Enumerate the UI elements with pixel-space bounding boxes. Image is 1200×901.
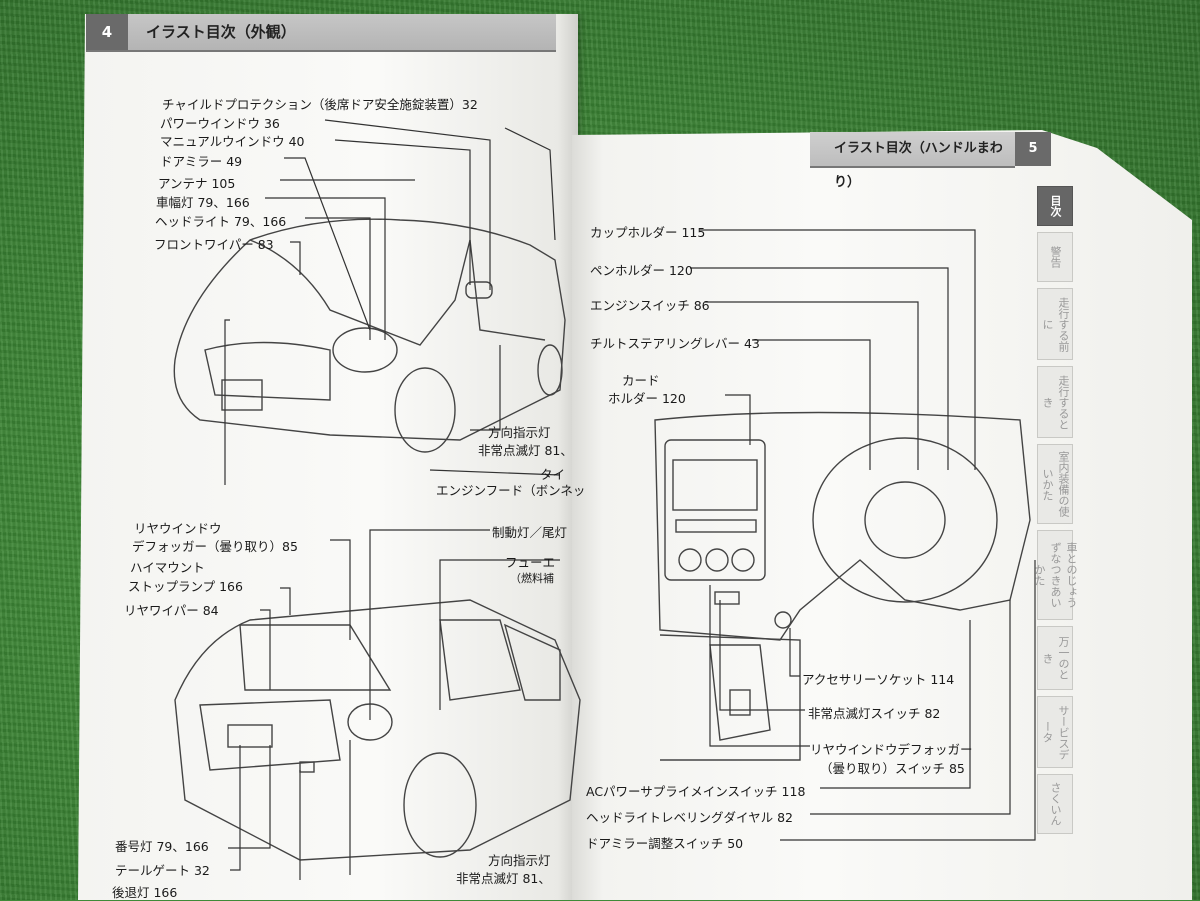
label-card: カード xyxy=(622,373,660,388)
dashboard-illustration xyxy=(654,411,1031,761)
label-license-lamp: 番号灯 79、166 xyxy=(115,839,209,854)
right-page-number: 5 xyxy=(1015,132,1051,166)
tab-warning: 警告 xyxy=(1037,232,1073,282)
label-side-marker: 車幅灯 79、166 xyxy=(156,195,250,210)
label-rear-defogger: リヤウインドウデフォッガー xyxy=(810,742,973,757)
label-front-wiper: フロントワイパー 83 xyxy=(154,237,274,252)
left-page-header: 4 イラスト目次（外観） xyxy=(86,14,556,52)
label-front-turn-signal: 方向指示灯 xyxy=(488,425,551,440)
tab-before-driving: 走行する前に xyxy=(1037,288,1073,360)
tab-index: さくいん xyxy=(1037,774,1073,834)
tab-car-care: 車とのじょうずなつきあいかた xyxy=(1033,530,1078,620)
tab-service-data: サービスデータ xyxy=(1037,696,1073,768)
front-car-illustration xyxy=(173,218,566,453)
label-accessory-socket: アクセサリーソケット 114 xyxy=(802,672,955,687)
label-headlight: ヘッドライト 79、166 xyxy=(155,214,287,229)
label-rear-turn-signal: 方向指示灯 xyxy=(488,853,551,868)
tab-while-driving: 走行するとき xyxy=(1037,366,1073,438)
label-rear-hazard: 非常点滅灯 81、 xyxy=(456,871,551,886)
tab-contents: 目次 xyxy=(1037,186,1073,226)
right-page-title: イラスト目次（ハンドルまわり） xyxy=(834,141,1003,190)
section-tabs: 目次 警告 走行する前に 走行するとき 室内装備の使いかた 車とのじょうずなつき… xyxy=(1033,186,1078,840)
label-high-mount: ハイマウント xyxy=(130,560,205,575)
label-power-window: パワーウインドウ 36 xyxy=(160,116,280,131)
label-mirror-switch: ドアミラー調整スイッチ 50 xyxy=(586,836,744,851)
right-page-header: イラスト目次（ハンドルまわり） 5 xyxy=(810,132,1051,190)
label-defogger: デフォッガー（曇り取り）85 xyxy=(132,539,298,554)
label-fuel: フューエ xyxy=(505,555,556,570)
label-ac-power-supply: ACパワーサプライメインスイッチ 118 xyxy=(586,784,806,799)
label-door-mirror: ドアミラー 49 xyxy=(160,154,243,169)
label-reverse-lamp: 後退灯 166 xyxy=(112,885,178,900)
label-brake-tail-lamp: 制動灯／尾灯 xyxy=(492,525,568,540)
label-tire: タイ xyxy=(540,467,566,482)
left-manual-page xyxy=(78,14,578,900)
label-front-hazard: 非常点滅灯 81、 xyxy=(478,443,573,458)
label-engine-switch: エンジンスイッチ 86 xyxy=(590,298,710,313)
label-hazard-switch: 非常点滅灯スイッチ 82 xyxy=(808,706,941,721)
left-page-number: 4 xyxy=(86,14,128,50)
label-card-holder: ホルダー 120 xyxy=(608,391,686,406)
label-tailgate: テールゲート 32 xyxy=(115,863,210,878)
tab-emergency: 万一のとき xyxy=(1037,626,1073,690)
label-rear-window: リヤウインドウ xyxy=(134,521,222,536)
label-defogger-switch: （曇り取り）スイッチ 85 xyxy=(820,761,965,776)
rear-car-illustration xyxy=(174,599,581,861)
label-headlight-leveling: ヘッドライトレベリングダイヤル 82 xyxy=(586,810,794,825)
label-engine-hood: エンジンフード（ボンネッ xyxy=(436,483,586,498)
label-pen-holder: ペンホルダー 120 xyxy=(590,263,693,278)
right-manual-page xyxy=(572,130,1192,900)
label-manual-window: マニュアルウインドウ 40 xyxy=(160,134,305,149)
label-cup-holder: カップホルダー 115 xyxy=(590,225,706,240)
tab-interior: 室内装備の使いかた xyxy=(1037,444,1073,524)
label-rear-wiper: リヤワイパー 84 xyxy=(124,603,219,618)
label-stop-lamp: ストップランプ 166 xyxy=(128,579,243,594)
left-page-title: イラスト目次（外観） xyxy=(146,23,296,41)
label-fuel-supply: （燃料補 xyxy=(510,572,554,585)
label-tilt-steering: チルトステアリングレバー 43 xyxy=(590,336,760,351)
label-antenna: アンテナ 105 xyxy=(158,176,236,191)
label-child-protection: チャイルドプロテクション（後席ドア安全施錠装置）32 xyxy=(162,97,478,112)
